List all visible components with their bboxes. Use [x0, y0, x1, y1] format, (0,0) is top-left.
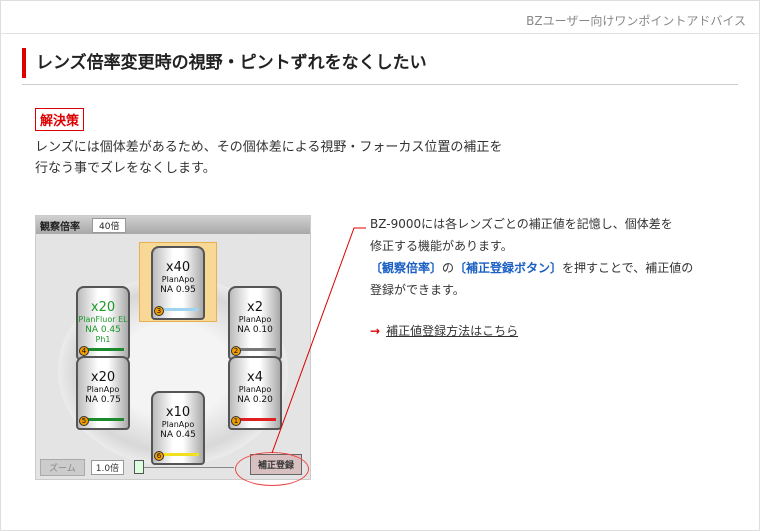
lens-extra: Ph1: [95, 335, 111, 344]
zoom-bar: ズーム 1.0倍: [36, 455, 310, 479]
arrow-right-icon: →: [370, 324, 381, 338]
zoom-button[interactable]: ズーム: [40, 458, 85, 476]
mag-bar: 観察倍率 40倍: [36, 216, 310, 234]
lens-type: PlanFluor EL: [78, 315, 128, 324]
title-divider: [22, 84, 738, 85]
lens-na: NA 0.45: [160, 430, 196, 440]
lens-mag: x10: [165, 405, 191, 420]
text-line: 修正する機能があります。: [370, 239, 513, 253]
page-title: レンズ倍率変更時の視野・ピントずれをなくしたい: [22, 48, 427, 78]
lens-color-stripe: [234, 348, 276, 351]
text: の: [442, 261, 455, 275]
lens-position-number: 4: [79, 346, 89, 356]
lens-color-stripe: [82, 348, 124, 351]
mag-label: 観察倍率: [40, 221, 80, 233]
lens-na: NA 0.45: [85, 325, 121, 335]
lens-color-stripe: [157, 453, 199, 456]
lens-type: PlanApo: [238, 385, 272, 394]
highlight-button: 〔補正登録ボタン〕: [454, 261, 563, 275]
lens-position-number: 1: [231, 416, 241, 426]
mag-value: 40倍: [92, 217, 127, 233]
lens-type: PlanApo: [238, 315, 272, 324]
lens-color-stripe: [234, 418, 276, 421]
lens-mag: x4: [247, 370, 263, 385]
howto-link-row[interactable]: → 補正値登録方法はこちら: [370, 322, 518, 339]
lens-na: NA 0.20: [237, 395, 273, 405]
lens-color-stripe: [82, 418, 124, 421]
solution-text: レンズには個体差があるため、その個体差による視野・フォーカス位置の補正を 行なう…: [35, 137, 502, 179]
text: を押すことで、補正値の: [562, 261, 694, 275]
howto-link[interactable]: 補正値登録方法はこちら: [386, 324, 519, 338]
lens-na: NA 0.75: [85, 395, 121, 405]
body-line: レンズには個体差があるため、その個体差による視野・フォーカス位置の補正を: [35, 140, 503, 155]
lens-type: PlanApo: [86, 385, 120, 394]
series-header: BZユーザー向けワンポイントアドバイス: [526, 14, 746, 28]
explanation-text: BZ-9000には各レンズごとの補正値を記憶し、個体差を 修正する機能があります…: [370, 213, 693, 301]
lens-na: NA 0.10: [237, 325, 273, 335]
lens-type: PlanApo: [161, 275, 195, 284]
lens-position-number: 5: [79, 416, 89, 426]
text-line: BZ-9000には各レンズごとの補正値を記憶し、個体差を: [370, 217, 673, 231]
lens-mag: x2: [247, 300, 263, 315]
divider: [0, 33, 760, 34]
text-line: 登録ができます。: [370, 283, 465, 297]
lens-mag: x20: [90, 370, 116, 385]
lens-na: NA 0.95: [160, 285, 196, 295]
body-line: 行なう事でズレをなくします。: [35, 161, 216, 176]
lens-type: PlanApo: [161, 420, 195, 429]
zoom-slider-track[interactable]: [144, 466, 235, 468]
lens-mag: x40: [165, 260, 191, 275]
lens-position-number: 3: [154, 306, 164, 316]
highlight-mag: 〔観察倍率〕: [370, 261, 443, 275]
lens-color-stripe: [157, 308, 199, 311]
lens-mag: x20: [90, 300, 116, 315]
zoom-slider-handle[interactable]: [134, 460, 145, 474]
solution-label: 解決策: [35, 108, 85, 131]
lens-position-number: 2: [231, 346, 241, 356]
text-line: 〔観察倍率〕の〔補正登録ボタン〕を押すことで、補正値の: [370, 257, 693, 279]
zoom-value: 1.0倍: [90, 459, 125, 475]
lens-position-number: 6: [154, 451, 164, 461]
